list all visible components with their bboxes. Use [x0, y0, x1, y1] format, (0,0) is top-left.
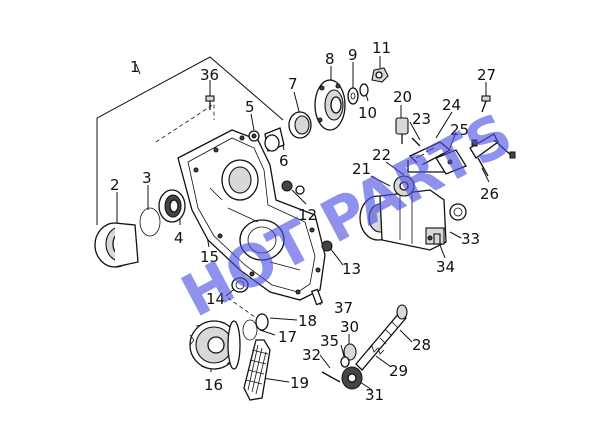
part-18-ring	[255, 313, 269, 331]
part-15-transfer-case-housing	[177, 129, 326, 301]
part-34-bolt	[433, 233, 441, 245]
callout-4: 4	[174, 229, 184, 247]
callout-24: 24	[442, 96, 461, 114]
callout-9: 9	[348, 46, 358, 64]
part-19-chain	[243, 339, 271, 401]
part-30-collar	[343, 343, 357, 361]
part-5-bushing	[248, 130, 260, 142]
part-37-dowel-pin	[310, 288, 324, 306]
callout-28: 28	[412, 336, 431, 354]
callout-23: 23	[412, 110, 431, 128]
part-2-seal	[94, 222, 139, 268]
callout-32: 32	[302, 346, 321, 364]
callout-8: 8	[325, 50, 335, 68]
callout-5: 5	[245, 98, 255, 116]
callout-27: 27	[477, 66, 496, 84]
callout-36: 36	[200, 66, 219, 84]
part-24-contact-plate	[407, 141, 452, 173]
callout-34: 34	[436, 258, 455, 276]
part-11-nut	[371, 67, 389, 83]
callout-35: 35	[320, 332, 339, 350]
callout-18: 18	[298, 312, 317, 330]
callout-17: 17	[278, 328, 297, 346]
part-23-pin	[411, 137, 421, 147]
callout-26: 26	[480, 185, 499, 203]
callout-20: 20	[393, 88, 412, 106]
part-3-snap-ring	[139, 207, 161, 237]
callout-11: 11	[372, 39, 391, 57]
part-4-bearing	[158, 189, 186, 223]
callout-16: 16	[204, 376, 223, 394]
part-8-flange	[314, 79, 346, 131]
callout-31: 31	[365, 386, 384, 404]
callout-2: 2	[110, 176, 120, 194]
callout-13: 13	[342, 260, 361, 278]
callout-14: 14	[206, 290, 225, 308]
part-10-washer	[359, 83, 369, 97]
part-9-washer	[347, 87, 359, 105]
part-12-plug	[281, 180, 305, 195]
callout-19: 19	[290, 374, 309, 392]
part-31-gear	[341, 366, 363, 390]
part-13-plug	[321, 240, 333, 252]
part-33-cap	[449, 203, 467, 221]
part-14-ring	[231, 277, 249, 293]
part-17-snap-ring	[242, 319, 258, 341]
callout-1: 1	[130, 58, 140, 76]
callout-6: 6	[279, 152, 289, 170]
part-20-sensor	[395, 117, 409, 144]
callout-12: 12	[298, 206, 317, 224]
callout-labels: 1 2 3 4 5 6 7 8 9 10 11 12 13 14 15 16 1…	[110, 39, 499, 404]
part-6-sleeve	[264, 127, 285, 152]
callout-33: 33	[461, 230, 480, 248]
part-16-sprocket	[189, 320, 241, 370]
part-28-input-shaft	[355, 304, 408, 371]
part-26-bracket-bolt	[469, 133, 516, 177]
part-32-pin	[321, 371, 341, 383]
callout-29: 29	[389, 362, 408, 380]
callout-21: 21	[352, 160, 371, 178]
callout-7: 7	[288, 75, 298, 93]
part-35-washer	[340, 356, 350, 368]
part-29-spring	[367, 345, 385, 355]
part-22-drive-gear	[393, 175, 415, 197]
callout-3: 3	[142, 169, 152, 187]
part-25-switch	[435, 149, 467, 175]
callout-30: 30	[340, 318, 359, 336]
callout-37: 37	[334, 299, 353, 317]
callout-25: 25	[450, 121, 469, 139]
part-27-screw	[481, 95, 491, 113]
part-36-bolt	[205, 95, 215, 110]
part-7-oil-seal	[288, 111, 312, 139]
callout-10: 10	[358, 104, 377, 122]
callout-22: 22	[372, 146, 391, 164]
callout-15: 15	[200, 248, 219, 266]
